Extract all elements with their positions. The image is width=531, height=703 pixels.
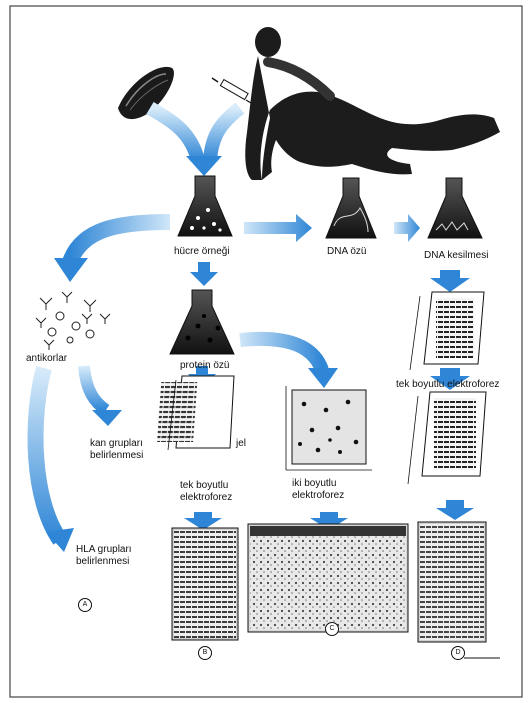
label-gel: jel xyxy=(236,438,246,449)
photo-panel-d-icon xyxy=(418,522,486,642)
panel-marker-a: A xyxy=(78,598,92,612)
gel-two-dim-icon xyxy=(286,386,372,470)
label-one-dim-center-2: elektroforez xyxy=(180,492,232,503)
label-antibodies: antikorlar xyxy=(26,353,67,364)
label-hla-1: HLA grupları xyxy=(76,544,132,555)
label-dna-extract: DNA özü xyxy=(327,246,366,257)
panel-marker-c: C xyxy=(325,622,339,636)
label-blood-groups-1: kan grupları xyxy=(90,438,143,449)
panel-marker-d: D xyxy=(451,646,465,660)
label-protein-extract: protein özü xyxy=(180,360,229,371)
label-cell-sample: hücre örneği xyxy=(174,246,230,257)
label-two-dim-2: elektroforez xyxy=(292,490,344,501)
label-two-dim-1: iki boyutlu xyxy=(292,478,336,489)
photo-panel-b-icon xyxy=(172,528,238,640)
gel-one-dim-center-icon xyxy=(157,376,234,450)
label-one-dim-right: tek boyutlu elektroforez xyxy=(396,379,499,390)
label-blood-groups-2: belirlenmesi xyxy=(90,450,143,461)
label-hla-2: belirlenmesi xyxy=(76,556,129,567)
label-one-dim-center-1: tek boyutlu xyxy=(180,480,228,491)
label-dna-cut: DNA kesilmesi xyxy=(424,250,488,261)
panel-marker-b: B xyxy=(198,646,212,660)
photo-panel-c-icon xyxy=(248,524,408,632)
